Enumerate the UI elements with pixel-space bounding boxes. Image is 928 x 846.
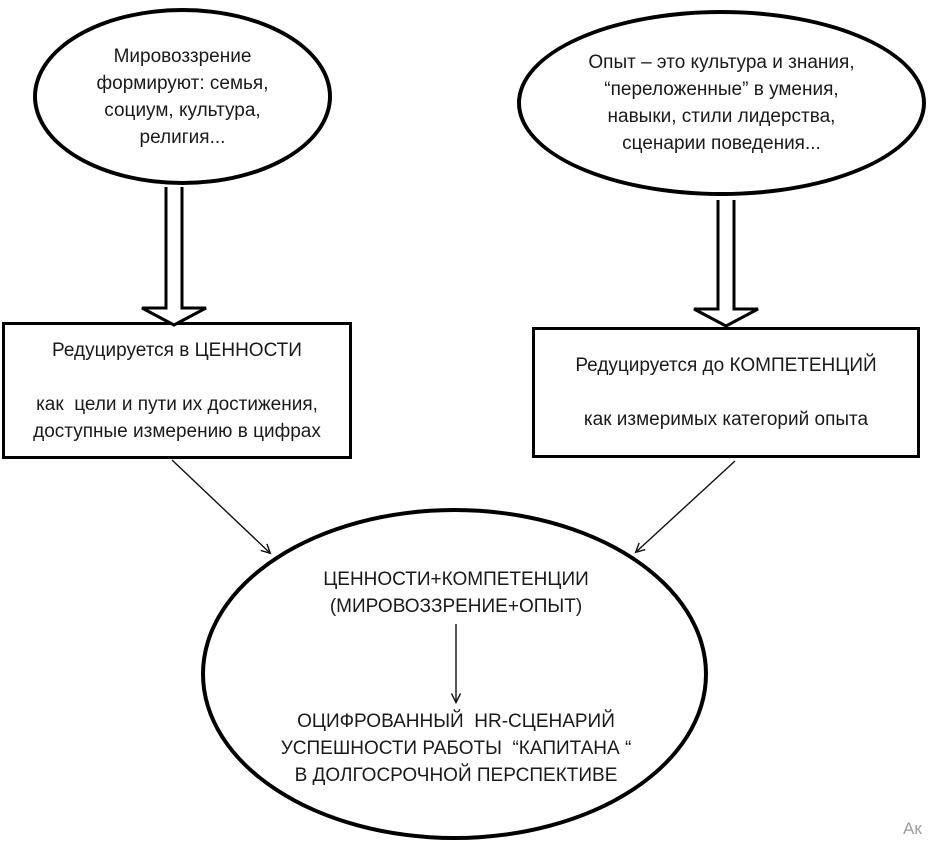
block-arrow-experience-to-competencies (693, 200, 759, 328)
ellipse-worldview: Мировоззрение формируют: семья, социум, … (33, 8, 332, 185)
values-text: Редуцируется в ЦЕННОСТИ как цели и пути … (33, 339, 321, 442)
thin-arrow-competencies-to-result (634, 460, 736, 554)
result-top-text: ЦЕННОСТИ+КОМПЕТЕНЦИИ (МИРОВОЗЗРЕНИЕ+ОПЫТ… (323, 569, 589, 617)
ellipse-experience: Опыт – это культура и знания, “переложен… (517, 10, 926, 196)
worldview-text: Мировоззрение формируют: семья, социум, … (96, 45, 269, 148)
result-bottom-text: ОЦИФРОВАННЫЙ HR-СЦЕНАРИЙ УСПЕШНОСТИ РАБО… (280, 711, 632, 786)
experience-text: Опыт – это культура и знания, “переложен… (588, 52, 855, 154)
thin-arrow-values-to-result (171, 459, 272, 555)
watermark: Ак (903, 819, 922, 838)
block-arrow-worldview-to-values (141, 187, 207, 327)
box-values: Редуцируется в ЦЕННОСТИ как цели и пути … (2, 322, 352, 459)
competencies-text: Редуцируется до КОМПЕТЕНЦИЙ как измеримы… (575, 355, 877, 430)
box-competencies: Редуцируется до КОМПЕТЕНЦИЙ как измеримы… (532, 327, 920, 458)
ellipse-result (201, 508, 708, 840)
